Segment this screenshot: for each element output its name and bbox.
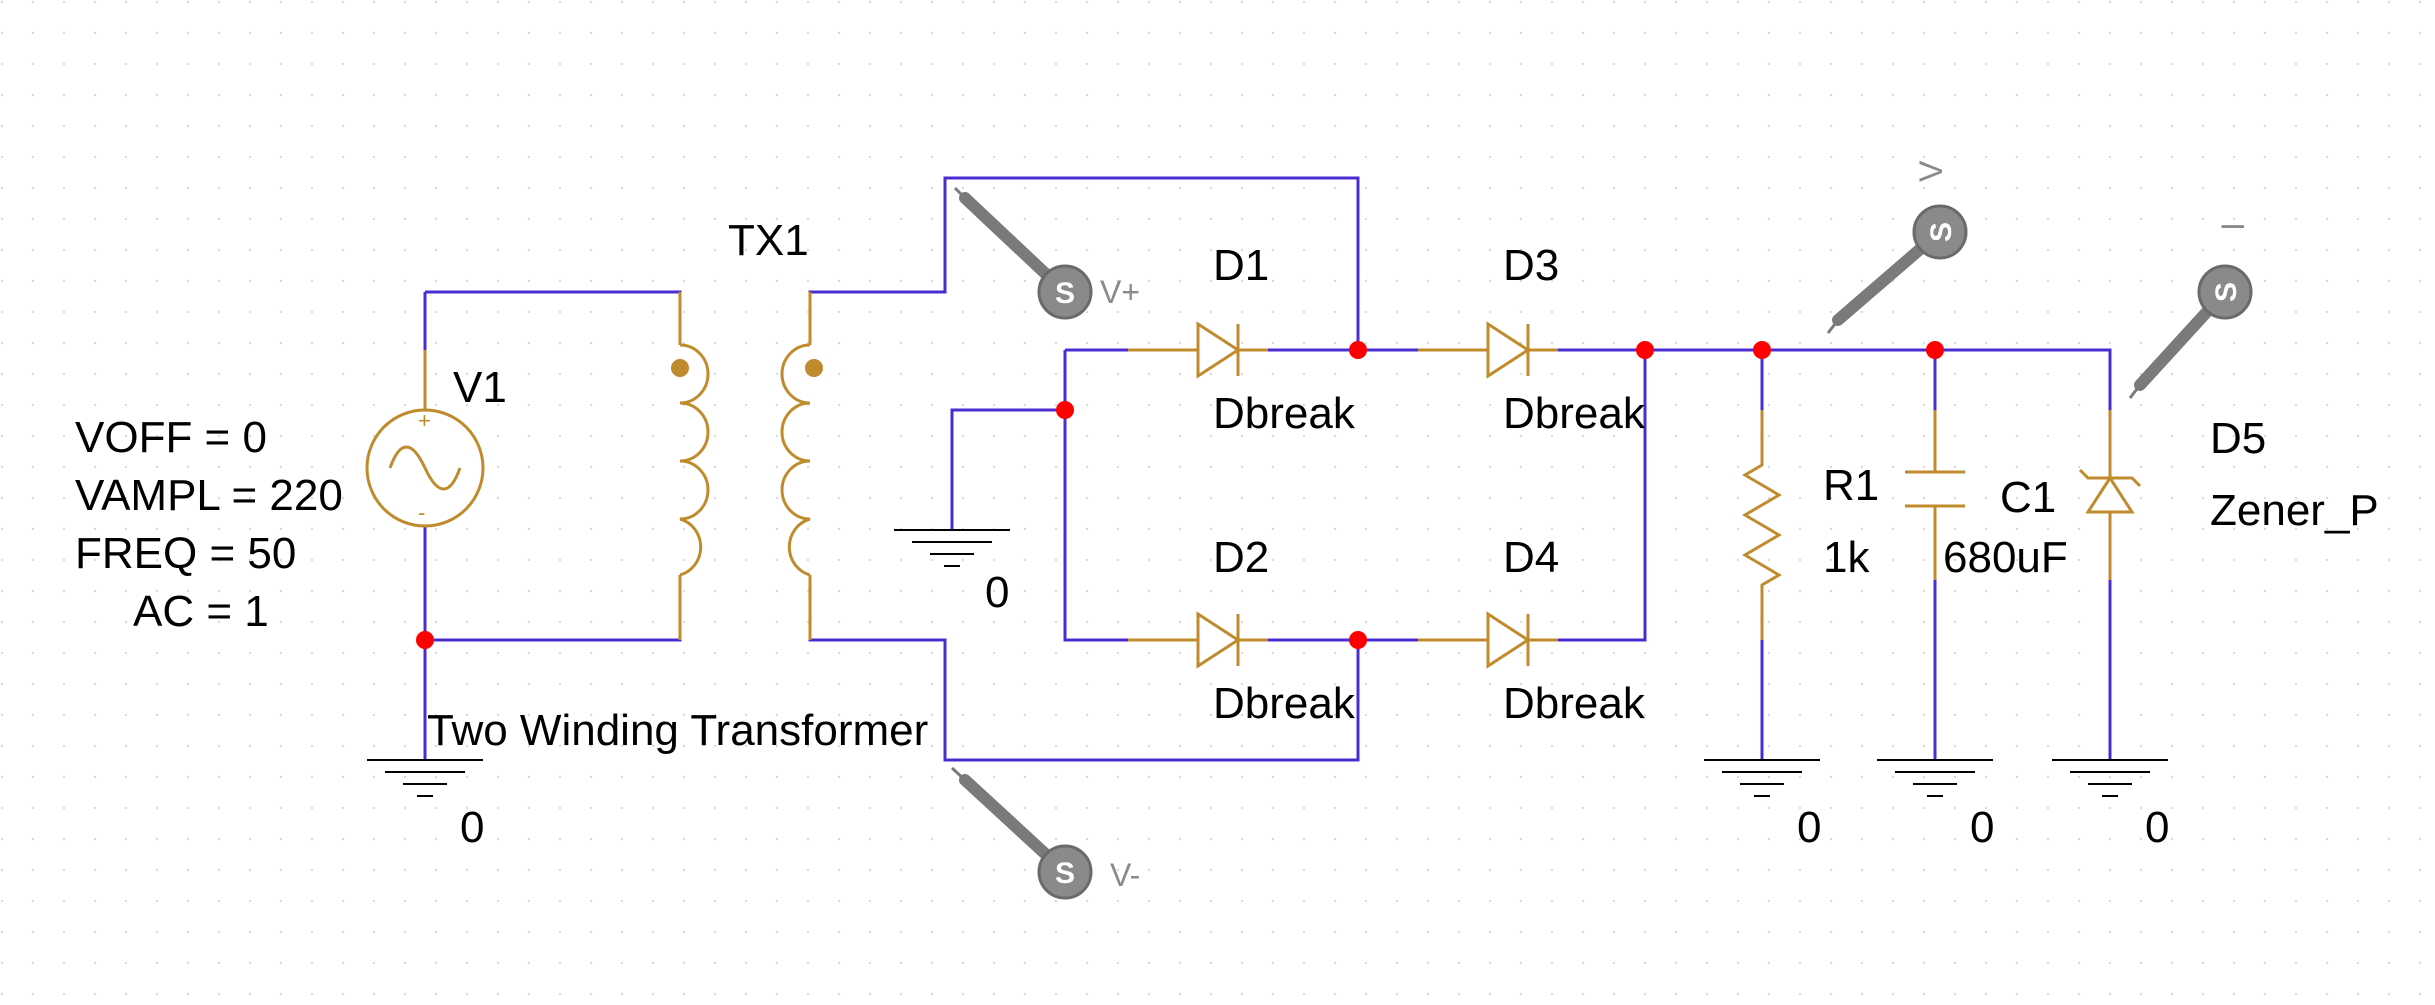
- wire-output-rail: [1645, 348, 2112, 410]
- secondary-dot-icon: [805, 359, 823, 377]
- junction-dots: [416, 341, 1944, 649]
- junction-dot: [1753, 341, 1771, 359]
- ground-icon: [894, 529, 1010, 567]
- ground-label: 0: [1797, 803, 1821, 852]
- ground-icon: [2052, 759, 2168, 797]
- ground-icon: [367, 759, 483, 797]
- tx1-ref-label: TX1: [728, 216, 809, 265]
- v1-param-vampl: VAMPL = 220: [75, 471, 343, 520]
- probe-vminus[interactable]: S V-: [950, 766, 1140, 900]
- probe-head-icon: [2197, 264, 2253, 320]
- c1-ref-label: C1: [2000, 473, 2056, 522]
- ground-label: 0: [985, 568, 1009, 617]
- d3-ref-label: D3: [1503, 241, 1559, 290]
- v1-param-voff: VOFF = 0: [75, 413, 267, 462]
- voltage-source-v1[interactable]: + -: [365, 350, 485, 528]
- probe-symbol: S: [1055, 857, 1075, 890]
- v1-ref-label: V1: [453, 363, 507, 412]
- probe-label: V: [1913, 160, 1949, 182]
- zener-diode-d5[interactable]: [2078, 410, 2142, 580]
- resistor-r1[interactable]: [1742, 410, 1782, 640]
- junction-dot: [1056, 401, 1074, 419]
- svg-text:-: -: [418, 500, 425, 525]
- probe-symbol: S: [1055, 277, 1075, 310]
- probe-label: I: [2215, 222, 2251, 231]
- d4-ref-label: D4: [1503, 533, 1559, 582]
- labels: V1 VOFF = 0 VAMPL = 220 FREQ = 50 AC = 1…: [75, 216, 2379, 852]
- diode-d1[interactable]: [1128, 321, 1268, 379]
- d5-ref-label: D5: [2210, 414, 2266, 463]
- transformer-tx1[interactable]: [671, 292, 823, 640]
- d1-ref-label: D1: [1213, 241, 1269, 290]
- probe-vplus[interactable]: S V+: [953, 186, 1140, 320]
- svg-text:+: +: [418, 408, 431, 433]
- r1-value-label: 1k: [1823, 533, 1870, 582]
- wire-bridge-mid: [1268, 348, 1418, 642]
- diode-d2[interactable]: [1128, 611, 1268, 669]
- probe-label: V-: [1110, 857, 1140, 893]
- ground-label: 0: [1970, 803, 1994, 852]
- v1-param-freq: FREQ = 50: [75, 529, 296, 578]
- junction-dot: [1926, 341, 1944, 359]
- wire-bridge-right: [1558, 348, 1647, 642]
- diode-d4[interactable]: [1418, 611, 1558, 669]
- probe-current[interactable]: S I: [2128, 222, 2253, 399]
- ground-icon: [1877, 759, 1993, 797]
- wire-bridge-left: [1063, 348, 1128, 642]
- ground-symbols: [367, 529, 2168, 797]
- d2-ref-label: D2: [1213, 533, 1269, 582]
- probe-label: V+: [1100, 274, 1140, 310]
- capacitor-c1[interactable]: [1905, 410, 1965, 580]
- probe-head-icon: [1037, 264, 1093, 320]
- probe-head-icon: [1037, 844, 1093, 900]
- ground-label: 0: [460, 803, 484, 852]
- d3-model-label: Dbreak: [1503, 389, 1646, 438]
- tx1-model-label: Two Winding Transformer: [427, 706, 928, 755]
- probe-symbol: S: [1925, 222, 1958, 242]
- diode-d3[interactable]: [1418, 321, 1558, 379]
- d4-model-label: Dbreak: [1503, 679, 1646, 728]
- ground-icon: [1704, 759, 1820, 797]
- ground-label: 0: [2145, 803, 2169, 852]
- junction-dot: [1349, 631, 1367, 649]
- c1-value-label: 680uF: [1943, 533, 2068, 582]
- d5-model-label: Zener_P: [2210, 486, 2379, 535]
- v1-param-ac: AC = 1: [133, 587, 269, 636]
- junction-dot: [416, 631, 434, 649]
- d2-model-label: Dbreak: [1213, 679, 1356, 728]
- probe-head-icon: [1912, 204, 1968, 260]
- primary-dot-icon: [671, 359, 689, 377]
- probe-voltage[interactable]: S V: [1826, 160, 1968, 334]
- probe-symbol: S: [2210, 282, 2243, 302]
- junction-dot: [1349, 341, 1367, 359]
- d1-model-label: Dbreak: [1213, 389, 1356, 438]
- wire-bridge-ground: [950, 408, 1065, 530]
- r1-ref-label: R1: [1823, 461, 1879, 510]
- junction-dot: [1636, 341, 1654, 359]
